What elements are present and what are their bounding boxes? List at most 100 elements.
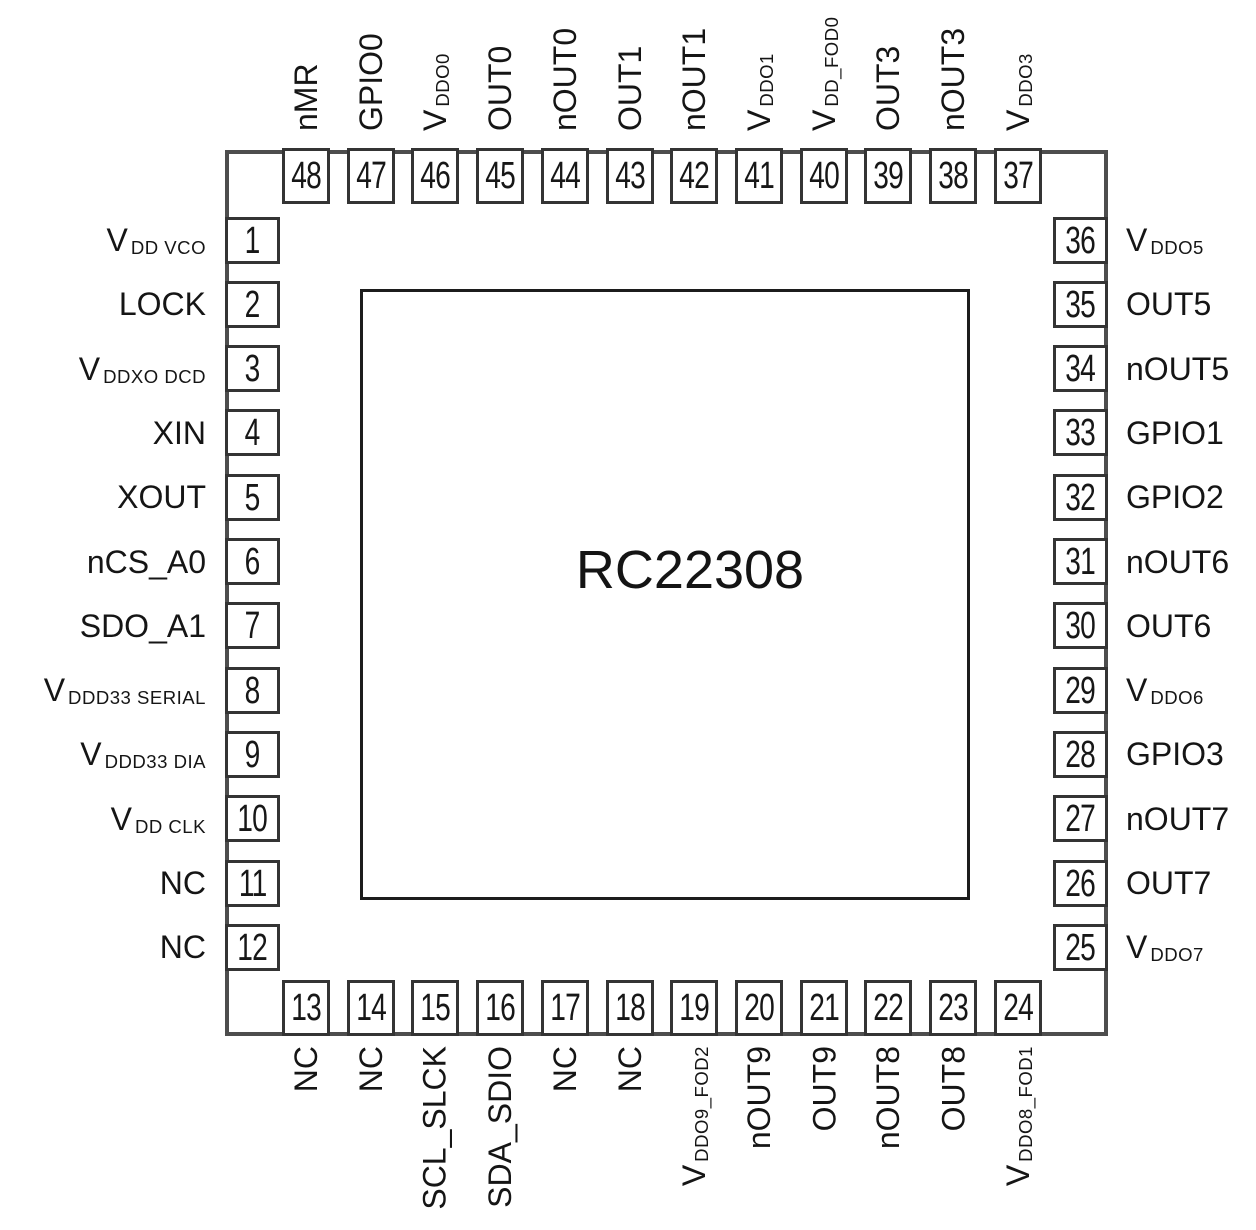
pin-label-sub: DDXO DCD	[103, 366, 206, 388]
pin-label-sub: DDD33 DIA	[104, 751, 206, 773]
pin-number: 10	[237, 797, 269, 840]
pin-label-main: V	[806, 109, 842, 131]
pin-label-main: XOUT	[117, 479, 206, 515]
pin-number: 40	[809, 155, 840, 197]
pin-label-main: nOUT6	[1126, 544, 1230, 580]
pin-label-19: VDDO9_FOD2	[676, 1046, 718, 1186]
pin-label-main: V	[106, 222, 128, 258]
pin-label-43: OUT1	[612, 46, 648, 131]
pin-label-main: SCL_SLCK	[417, 1046, 453, 1210]
pin-label-38: nOUT3	[935, 28, 971, 131]
pin-label-main: SDA_SDIO	[482, 1046, 518, 1208]
pin-box-5: 5	[225, 474, 280, 521]
pin-label-sub: DDO3	[1015, 53, 1037, 107]
pin-label-sub: DD VCO	[130, 237, 206, 259]
pin-box-29: 29	[1053, 667, 1108, 714]
pin-label-13: NC	[288, 1046, 324, 1092]
pin-box-12: 12	[225, 924, 280, 971]
pin-number: 5	[245, 476, 261, 519]
pin-box-47: 47	[347, 148, 395, 204]
pin-label-main: nMR	[288, 63, 324, 131]
pin-label-main: OUT7	[1126, 865, 1212, 901]
pin-box-42: 42	[670, 148, 718, 204]
pin-number: 27	[1065, 797, 1097, 840]
pin-number: 9	[245, 733, 261, 776]
pin-number: 7	[245, 604, 261, 647]
pin-box-31: 31	[1053, 538, 1108, 585]
pin-number: 11	[238, 862, 267, 905]
pin-box-7: 7	[225, 602, 280, 649]
pin-number: 35	[1065, 283, 1097, 326]
pin-number: 32	[1065, 476, 1097, 519]
pin-number: 15	[420, 987, 451, 1029]
pin-box-38: 38	[929, 148, 977, 204]
pin-label-2: LOCK	[0, 282, 206, 326]
pin-label-main: V	[1000, 109, 1036, 131]
pin-box-16: 16	[476, 980, 524, 1036]
pin-box-8: 8	[225, 667, 280, 714]
pin-box-36: 36	[1053, 217, 1108, 264]
pin-label-main: SDO_A1	[79, 608, 206, 644]
pin-number: 37	[1003, 155, 1034, 197]
pin-box-26: 26	[1053, 860, 1108, 907]
pin-label-41: VDDO1	[741, 53, 783, 131]
pin-label-27: nOUT7	[1126, 797, 1229, 841]
pin-label-11: NC	[0, 861, 206, 905]
pin-label-12: NC	[0, 925, 206, 969]
pin-label-24: VDDO8_FOD1	[1000, 1046, 1042, 1187]
pin-box-1: 1	[225, 217, 280, 264]
pin-label-main: OUT6	[1126, 608, 1212, 644]
pin-box-48: 48	[282, 148, 330, 204]
pin-label-main: NC	[612, 1046, 648, 1093]
pin-box-33: 33	[1053, 409, 1108, 456]
pin-number: 44	[550, 155, 581, 197]
pin-label-main: OUT8	[935, 1046, 971, 1132]
pin-label-18: NC	[612, 1046, 648, 1093]
pin-label-7: SDO_A1	[0, 604, 206, 648]
pin-label-33: GPIO1	[1126, 411, 1224, 455]
pin-label-main: GPIO3	[1126, 736, 1224, 772]
pin-number: 21	[809, 987, 840, 1029]
pin-label-sub: DDO6	[1150, 687, 1204, 709]
pin-number: 39	[873, 155, 904, 197]
pin-number: 8	[245, 669, 261, 712]
pin-box-32: 32	[1053, 474, 1108, 521]
pin-box-3: 3	[225, 345, 280, 392]
pin-label-main: V	[417, 109, 453, 131]
pin-number: 17	[550, 987, 581, 1029]
pin-label-main: V	[1126, 672, 1148, 708]
pin-label-main: V	[1000, 1164, 1036, 1187]
pin-box-4: 4	[225, 409, 280, 456]
pin-number: 34	[1065, 347, 1097, 390]
pin-number: 12	[237, 926, 269, 969]
pin-label-34: nOUT5	[1126, 347, 1229, 391]
pin-box-19: 19	[670, 980, 718, 1036]
pin-label-main: V	[110, 801, 132, 837]
pin-box-18: 18	[606, 980, 654, 1036]
pin-number: 30	[1065, 604, 1097, 647]
pin-box-30: 30	[1053, 602, 1108, 649]
pin-box-28: 28	[1053, 731, 1108, 778]
pin-number: 42	[679, 155, 710, 197]
pin-number: 19	[679, 987, 710, 1029]
pin-label-main: V	[1126, 222, 1148, 258]
pin-box-13: 13	[282, 980, 330, 1036]
pin-box-21: 21	[800, 980, 848, 1036]
pin-number: 13	[291, 987, 322, 1029]
pin-number: 36	[1065, 219, 1097, 262]
pin-box-23: 23	[929, 980, 977, 1036]
pin-number: 20	[744, 987, 775, 1029]
pin-number: 29	[1065, 669, 1097, 712]
pin-label-16: SDA_SDIO	[482, 1046, 518, 1208]
pin-label-47: GPIO0	[353, 33, 389, 131]
pin-number: 1	[245, 219, 261, 262]
pin-number: 38	[938, 155, 969, 197]
pin-box-10: 10	[225, 795, 280, 842]
